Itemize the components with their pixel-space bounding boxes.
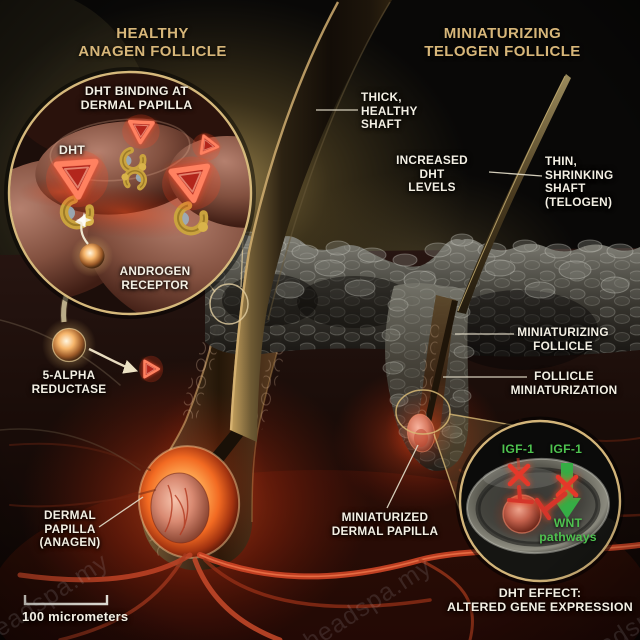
increased-dht-label: INCREASED DHT LEVELS xyxy=(396,153,468,195)
igf1-right-label: IGF-1 xyxy=(549,442,583,456)
miniaturizing-follicle-label: MINIATURIZING FOLLICLE xyxy=(517,325,609,353)
igf1-left-label: IGF-1 xyxy=(501,442,535,456)
inset-dht-heading: DHT BINDING AT DERMAL PAPILLA xyxy=(80,84,193,113)
wnt-pathways-label: WNT pathways xyxy=(539,516,597,544)
scale-bar-label: 100 micrometers xyxy=(22,609,129,624)
miniaturized-dermal-papilla-label: MINIATURIZED DERMAL PAPILLA xyxy=(331,510,439,538)
dermal-papilla-anagen-label: DERMAL PAPILLA (ANAGEN) xyxy=(39,508,101,550)
gene-inset-caption: DHT EFFECT: ALTERED GENE EXPRESSION xyxy=(447,586,633,614)
androgen-receptor-label: ANDROGEN RECEPTOR xyxy=(119,264,191,292)
follicle-miniaturization-label: FOLLICLE MINIATURIZATION xyxy=(510,369,618,397)
dht-label: DHT xyxy=(58,143,86,157)
title-healthy-anagen: HEALTHY ANAGEN FOLLICLE xyxy=(78,25,227,60)
thick-shaft-label: THICK, HEALTHY SHAFT xyxy=(361,90,418,132)
five-alpha-reductase-label: 5-ALPHA REDUCTASE xyxy=(31,368,107,396)
thin-shaft-label: THIN, SHRINKING SHAFT (TELOGEN) xyxy=(545,154,614,209)
title-miniaturizing-telogen: MINIATURIZING TELOGEN FOLLICLE xyxy=(424,25,581,60)
